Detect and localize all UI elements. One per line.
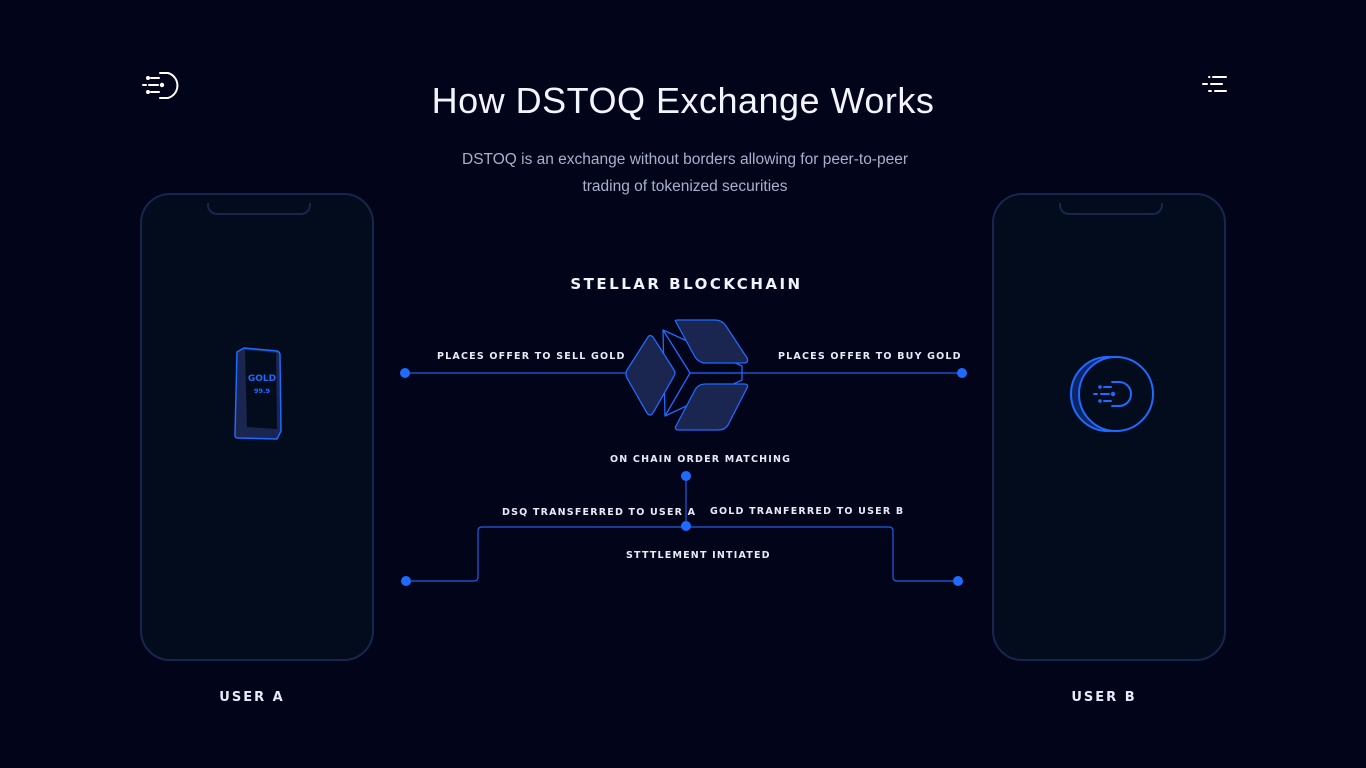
phone-notch [207, 203, 311, 215]
node-dot [400, 368, 410, 378]
node-dot [953, 576, 963, 586]
phone-notch [1059, 203, 1163, 215]
gold-bar-purity: 99.9 [254, 387, 271, 395]
user-a-label: USER A [219, 690, 285, 705]
user-b-label: USER B [1071, 690, 1137, 705]
node-dot [401, 576, 411, 586]
blockchain-label: STELLAR BLOCKCHAIN [570, 275, 803, 293]
buy-offer-label: PLACES OFFER TO BUY GOLD [778, 351, 962, 362]
node-dot [957, 368, 967, 378]
gold-bar-text: GOLD [248, 374, 276, 384]
user-b-phone [992, 193, 1226, 661]
user-a-phone: GOLD 99.9 [140, 193, 374, 661]
dsq-transfer-label: DSQ TRANSFERRED TO USER A [502, 507, 697, 518]
settlement-label: STTTLEMENT INTIATED [626, 550, 771, 561]
node-dot [681, 521, 691, 531]
gold-bar-icon: GOLD 99.9 [234, 347, 282, 440]
page-title: How DSTOQ Exchange Works [431, 80, 935, 121]
gold-transfer-label: GOLD TRANFERRED TO USER B [710, 506, 905, 517]
node-dot [681, 471, 691, 481]
dsq-coin-icon [1070, 356, 1154, 432]
sell-offer-label: PLACES OFFER TO SELL GOLD [437, 351, 626, 362]
dstoq-logo-icon[interactable] [140, 70, 186, 102]
page-subtitle: DSTOQ is an exchange without borders all… [462, 151, 908, 195]
order-matching-label: ON CHAIN ORDER MATCHING [610, 454, 792, 465]
menu-icon[interactable] [1200, 74, 1230, 96]
blockchain-cube-icon [625, 319, 749, 431]
